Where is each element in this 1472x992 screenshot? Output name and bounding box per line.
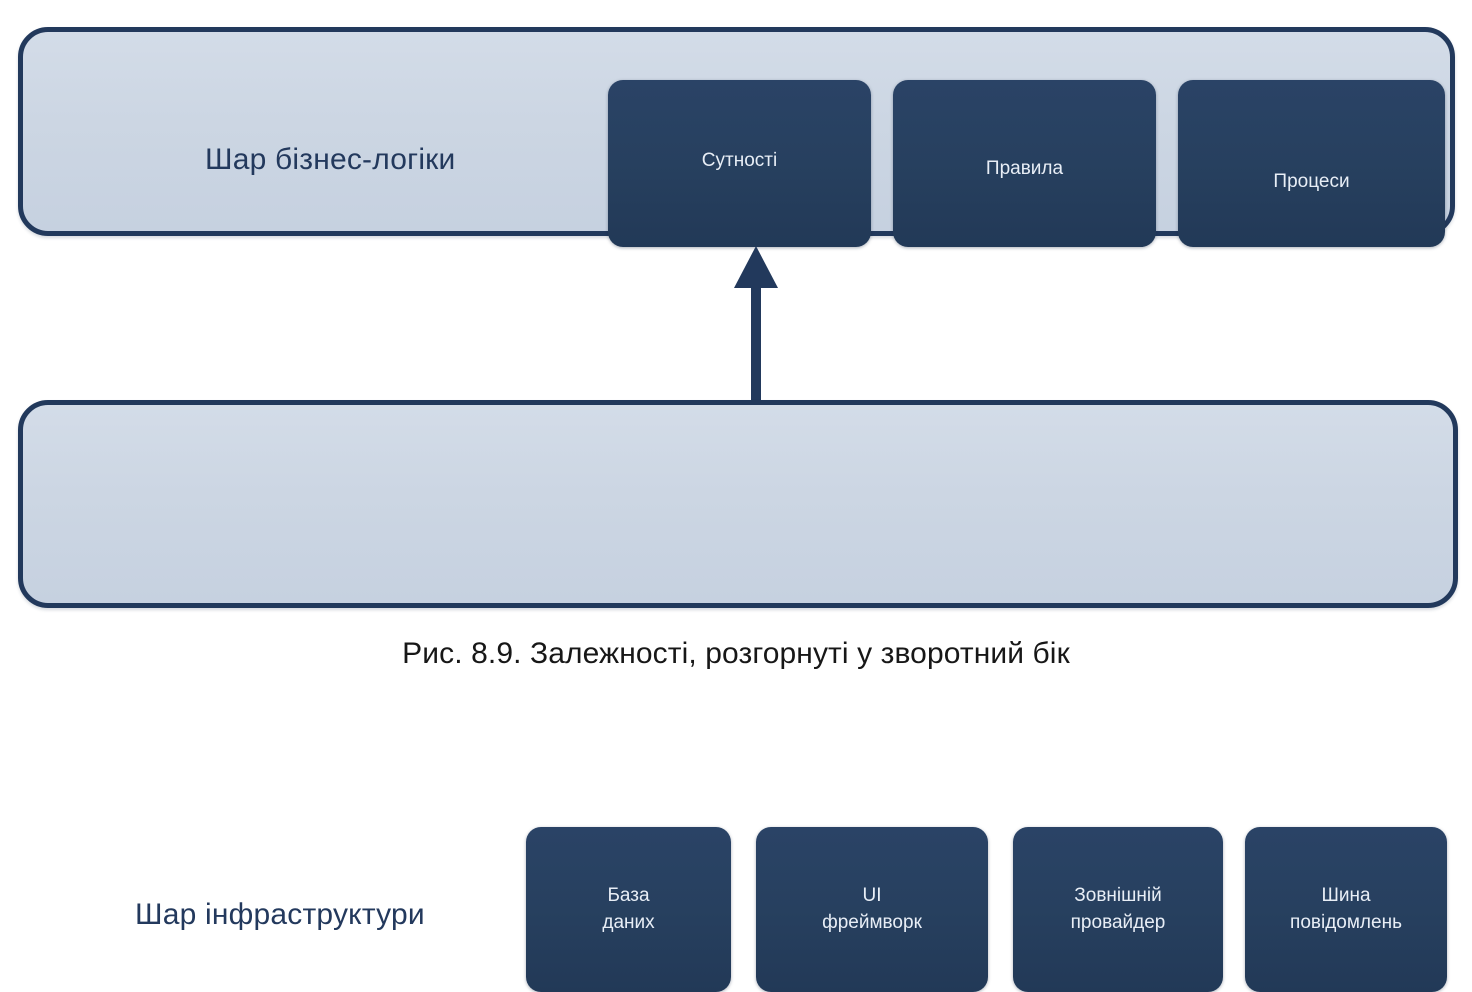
component-label-entities: Сутності <box>701 150 778 172</box>
component-label-ui-framework-line1: UI <box>862 884 882 906</box>
component-label-message-bus: Шина повідомлень <box>1284 883 1408 937</box>
component-label-message-bus-line2: повідомлень <box>1290 911 1402 933</box>
infrastructure-layer-panel: Шар інфраструктури База даних UI фреймво… <box>18 400 1458 992</box>
component-label-database-line2: даних <box>602 911 655 933</box>
business-logic-layer-title: Шар бізнес-логіки <box>205 143 456 176</box>
business-logic-layer-panel: Шар бізнес-логіки Сутності Правила Проце… <box>18 27 1455 247</box>
dependency-inversion-diagram: Шар бізнес-логіки Сутності Правила Проце… <box>18 27 1458 992</box>
component-box-processes[interactable]: Процеси <box>1178 80 1445 247</box>
component-label-ui-framework: UI фреймворк <box>816 883 928 937</box>
component-label-message-bus-line1: Шина <box>1321 884 1371 906</box>
component-label-external-provider-line1: Зовнішній <box>1074 884 1162 906</box>
component-box-database[interactable]: База даних <box>526 827 731 992</box>
component-label-database-line1: База <box>607 884 650 906</box>
component-label-external-provider-line2: провайдер <box>1070 911 1166 933</box>
infrastructure-layer-title: Шар інфраструктури <box>135 898 425 931</box>
component-box-external-provider[interactable]: Зовнішній провайдер <box>1013 827 1223 992</box>
component-label-processes: Процеси <box>1273 171 1350 193</box>
component-box-message-bus[interactable]: Шина повідомлень <box>1245 827 1447 992</box>
component-box-rules[interactable]: Правила <box>893 80 1156 247</box>
component-box-ui-framework[interactable]: UI фреймворк <box>756 827 988 992</box>
component-label-ui-framework-line2: фреймворк <box>822 911 922 933</box>
component-box-entities[interactable]: Сутності <box>608 80 871 247</box>
component-label-external-provider: Зовнішній провайдер <box>1065 883 1172 937</box>
dependency-arrow-icon <box>734 246 778 404</box>
component-label-rules: Правила <box>985 158 1064 180</box>
figure-caption: Рис. 8.9. Залежності, розгорнуті у зворо… <box>402 637 1070 670</box>
component-label-database: База даних <box>596 883 660 937</box>
